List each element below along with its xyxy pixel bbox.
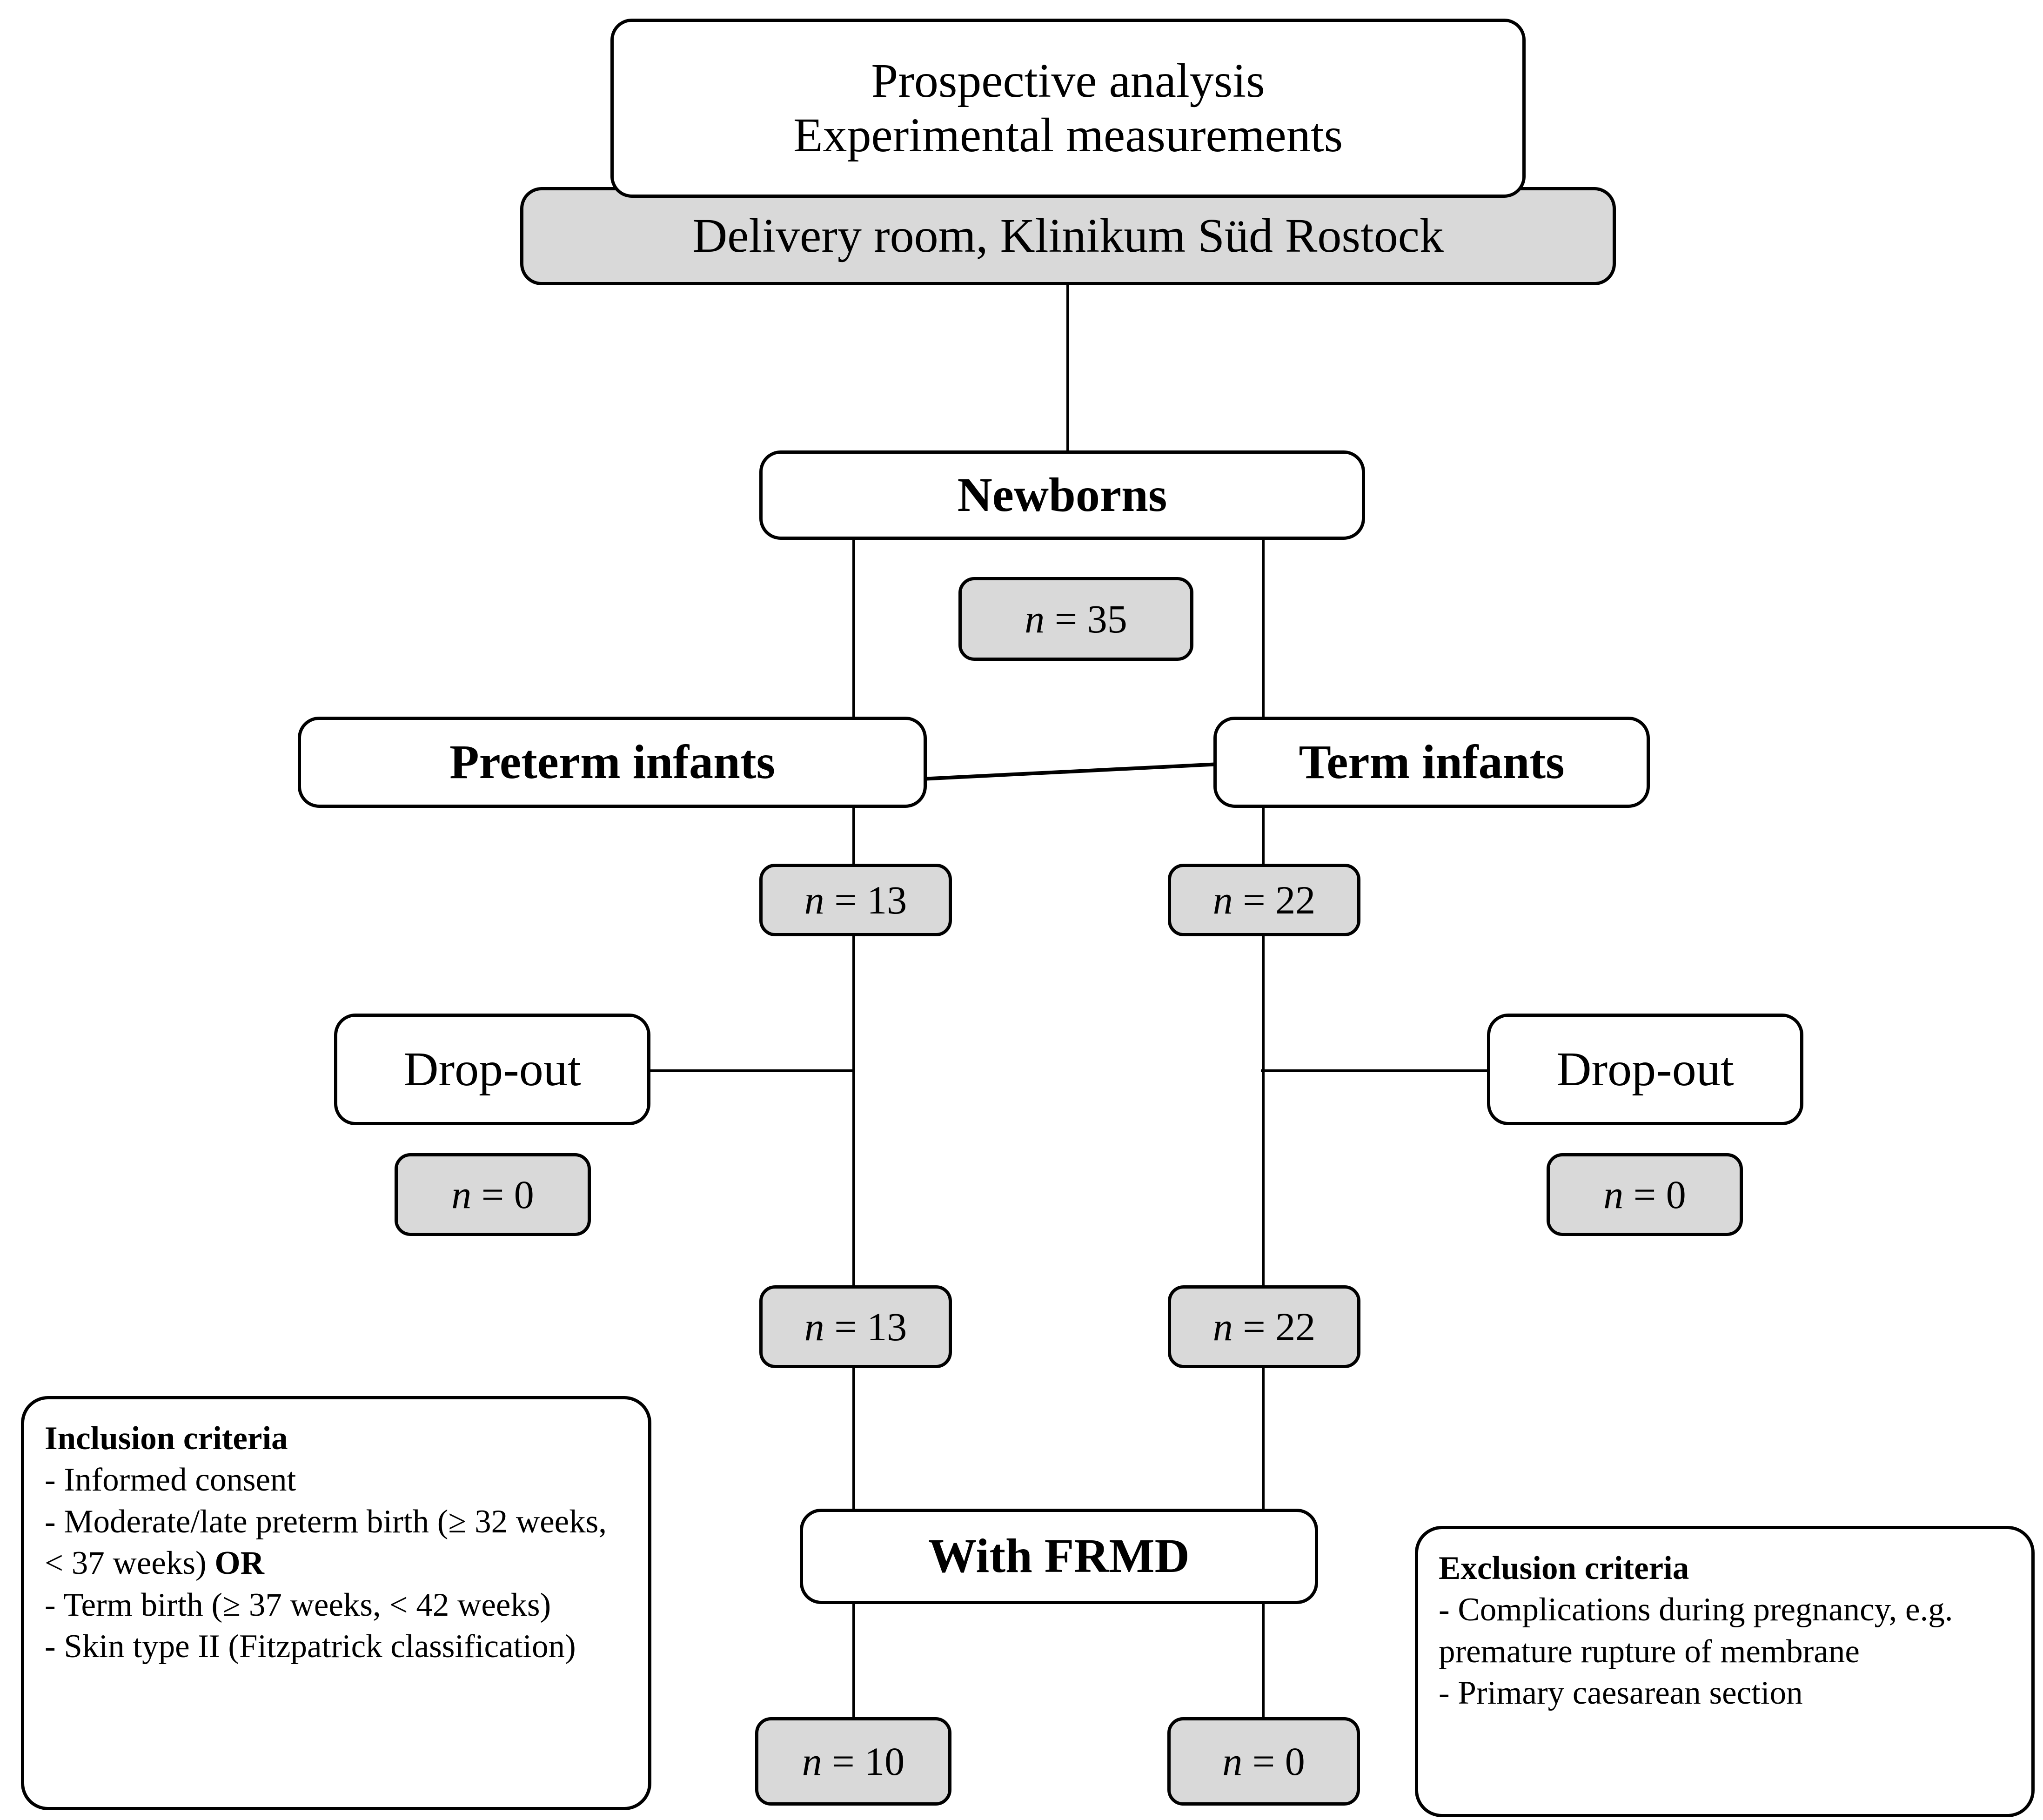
inclusion-criteria-item-1: - Moderate/late preterm birth (≥ 32 week… [45, 1501, 628, 1585]
dropout-left-box: Drop-out [334, 1014, 650, 1125]
connector-preterm-column [852, 804, 855, 1511]
term-after-count-eq: = [1232, 1304, 1276, 1349]
exclusion-criteria-item-1: - Primary caesarean section [1439, 1675, 1803, 1712]
connector-dropout-left-link [649, 1069, 855, 1072]
frmd-preterm-count-var: n [802, 1739, 822, 1784]
with-frmd-label: With FRMD [928, 1529, 1190, 1583]
preterm-after-count-var: n [804, 1304, 824, 1349]
term-count-var: n [1212, 878, 1233, 922]
dropout-right-label: Drop-out [1556, 1042, 1734, 1096]
connector-preterm-term-link [921, 762, 1219, 781]
with-frmd-box: With FRMD [800, 1509, 1318, 1604]
preterm-after-count-value: 13 [867, 1304, 907, 1349]
preterm-count-var: n [804, 878, 824, 922]
frmd-preterm-count-eq: = [822, 1739, 865, 1784]
dropout-left-count-eq: = [471, 1172, 514, 1217]
term-infants-box: Term infants [1213, 717, 1650, 808]
preterm-count-value: 13 [867, 878, 907, 922]
connector-setting-to-newborns [1066, 279, 1069, 456]
study-setting-box: Delivery room, Klinikum Süd Rostock [520, 187, 1616, 285]
frmd-term-count-eq: = [1242, 1739, 1285, 1784]
newborns-count-var: n [1025, 597, 1045, 641]
inclusion-criteria-item-1-text: - Moderate/late preterm birth (≥ 32 week… [45, 1503, 607, 1582]
term-count-value: 22 [1275, 878, 1316, 922]
dropout-left-count-value: 0 [514, 1172, 534, 1217]
frmd-term-count-var: n [1222, 1739, 1243, 1784]
term-after-count-var: n [1212, 1304, 1233, 1349]
exclusion-criteria-heading: Exclusion criteria [1439, 1550, 1689, 1586]
preterm-count-box: n = 13 [759, 864, 952, 936]
study-setting-label: Delivery room, Klinikum Süd Rostock [692, 209, 1444, 263]
frmd-term-count-box: n = 0 [1167, 1717, 1360, 1806]
term-count-box: n = 22 [1168, 864, 1360, 936]
inclusion-criteria-item-0: - Informed consent [45, 1462, 296, 1498]
connector-term-column [1262, 804, 1265, 1511]
dropout-right-count-value: 0 [1666, 1172, 1686, 1217]
newborns-count-box: n = 35 [958, 577, 1193, 661]
inclusion-criteria-or-token: OR [214, 1545, 264, 1582]
preterm-after-dropout-count-box: n = 13 [759, 1285, 952, 1368]
dropout-right-count-var: n [1603, 1172, 1624, 1217]
inclusion-criteria-item-3: - Skin type II (Fitzpatrick classificati… [45, 1628, 576, 1665]
newborns-label: Newborns [957, 468, 1167, 522]
dropout-right-count-eq: = [1623, 1172, 1666, 1217]
term-infants-label: Term infants [1299, 735, 1565, 789]
inclusion-criteria-heading: Inclusion criteria [45, 1420, 288, 1457]
newborns-count-value: 35 [1087, 597, 1127, 641]
preterm-infants-label: Preterm infants [449, 735, 775, 789]
inclusion-criteria-item-2: - Term birth (≥ 37 weeks, < 42 weeks) [45, 1586, 551, 1623]
dropout-right-box: Drop-out [1487, 1014, 1803, 1125]
connector-newborns-to-preterm-vertical [852, 535, 855, 721]
dropout-left-count-box: n = 0 [395, 1153, 591, 1236]
connector-frmd-to-preterm-result [852, 1601, 855, 1723]
newborns-count-eq: = [1045, 597, 1087, 641]
study-title-line2: Experimental measurements [793, 108, 1343, 162]
dropout-left-count-var: n [451, 1172, 472, 1217]
newborns-box: Newborns [759, 450, 1365, 540]
frmd-preterm-count-box: n = 10 [755, 1717, 951, 1806]
dropout-right-count-box: n = 0 [1547, 1153, 1743, 1236]
exclusion-criteria-item-0: - Complications during pregnancy, e.g. p… [1439, 1592, 1953, 1670]
connector-frmd-to-term-result [1262, 1601, 1265, 1723]
frmd-preterm-count-value: 10 [864, 1739, 905, 1784]
preterm-after-count-eq: = [824, 1304, 867, 1349]
connector-newborns-to-term-vertical [1262, 535, 1265, 721]
frmd-term-count-value: 0 [1285, 1739, 1305, 1784]
term-after-dropout-count-box: n = 22 [1168, 1285, 1360, 1368]
term-after-count-value: 22 [1275, 1304, 1316, 1349]
connector-dropout-right-link [1261, 1069, 1490, 1072]
study-title-box: Prospective analysis Experimental measur… [610, 19, 1526, 198]
term-count-eq: = [1232, 878, 1276, 922]
exclusion-criteria-box: Exclusion criteria - Complications durin… [1415, 1526, 2035, 1817]
inclusion-criteria-box: Inclusion criteria - Informed consent - … [21, 1396, 651, 1810]
preterm-count-eq: = [824, 878, 867, 922]
dropout-left-label: Drop-out [403, 1042, 581, 1096]
study-title-line1: Prospective analysis [871, 54, 1265, 108]
preterm-infants-box: Preterm infants [298, 717, 927, 808]
